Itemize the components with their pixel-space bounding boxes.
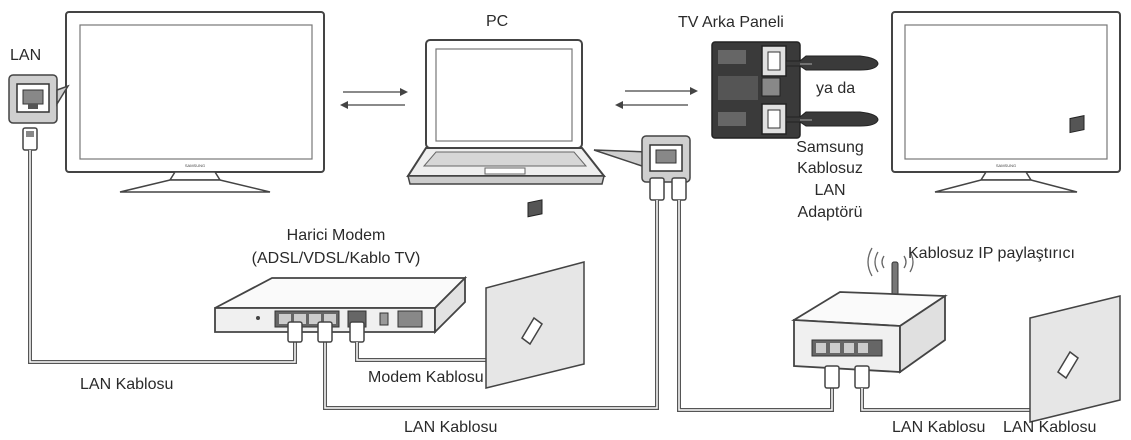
usb-port-icon xyxy=(761,103,787,135)
adapter-label-line3: LAN xyxy=(814,182,846,199)
modem-cable-label: Modem Kablosu xyxy=(368,369,484,386)
lan-cable-right-label-1: LAN Kablosu xyxy=(892,419,986,436)
pc-lan-port-icon xyxy=(593,135,691,183)
usb-dongle-icon xyxy=(785,55,879,71)
lan-port-icon xyxy=(8,74,70,124)
wall-socket-icon xyxy=(1029,114,1121,423)
modem-label-line2: (ADSL/VDSL/Kablo TV) xyxy=(251,250,421,267)
right-tv: SAMSUNG xyxy=(891,11,1121,193)
usb-port-icon xyxy=(761,45,787,77)
arrow-left-icon xyxy=(340,101,405,109)
lan-cable-right-label-2: LAN Kablosu xyxy=(1003,419,1097,436)
pc-label: PC xyxy=(486,13,509,30)
arrow-right-icon xyxy=(343,88,408,96)
arrow-right-icon xyxy=(625,87,698,95)
tv-back-panel-label: TV Arka Paneli xyxy=(678,14,784,31)
ya-da-label: ya da xyxy=(816,80,856,97)
lan-cable-left-label: LAN Kablosu xyxy=(80,376,174,393)
lan-label: LAN xyxy=(10,47,42,64)
lan-cable-bottom-label: LAN Kablosu xyxy=(404,419,498,436)
left-tv: SAMSUNG xyxy=(65,11,325,193)
right-tv-brand: SAMSUNG xyxy=(996,163,1016,168)
wall-socket-icon xyxy=(485,199,585,389)
modem-label-line1: Harici Modem xyxy=(286,227,386,244)
usb-dongle-icon xyxy=(785,111,879,127)
adapter-label-line1: Samsung xyxy=(796,139,864,156)
left-lan-cable xyxy=(22,127,297,364)
modem-plugs xyxy=(287,321,365,343)
wireless-router-label: Kablosuz IP paylaştırıcı xyxy=(908,245,1075,262)
wireless-router xyxy=(791,261,948,374)
wifi-signal-icon xyxy=(867,247,914,277)
laptop xyxy=(406,39,607,185)
router-plugs xyxy=(824,365,1067,412)
adapter-label-line2: Kablosuz xyxy=(797,160,863,177)
left-tv-brand: SAMSUNG xyxy=(185,163,205,168)
external-modem xyxy=(214,275,468,335)
arrow-left-icon xyxy=(615,101,688,109)
tv-back-panel xyxy=(711,41,801,139)
adapter-label-line4: Adaptörü xyxy=(797,204,863,221)
pc-lan-cables xyxy=(323,177,834,412)
